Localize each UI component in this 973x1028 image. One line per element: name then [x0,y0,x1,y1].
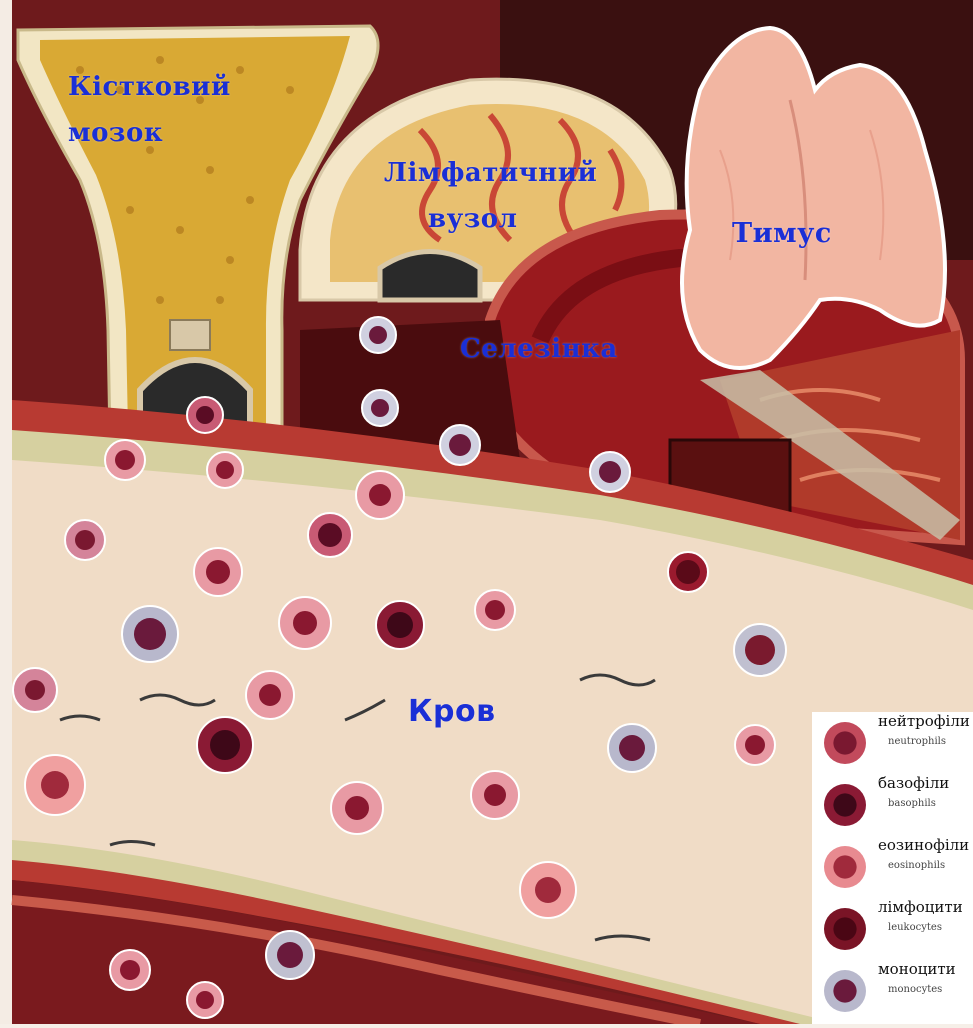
cell-neutrophil [207,452,243,488]
cell-neutrophil [13,668,57,712]
legend-label-en: neutrophils [888,736,946,747]
label-lymph-node-line2: вузол [428,204,517,234]
label-bone-marrow-line2: мозок [68,118,163,148]
legend-label-en: leukocytes [888,922,942,933]
legend-item-eosinophils: еозинофіли eosinophils [812,836,973,898]
label-thymus: Тимус [732,218,832,249]
legend-label-en: eosinophils [888,860,945,871]
cell-monocyte [734,624,786,676]
cell-neutrophil [356,471,404,519]
cell-neutrophil [187,982,223,1018]
label-spleen: Селезінка [460,334,618,364]
cell-neutrophil [471,771,519,819]
cell-legend: нейтрофіли neutrophils базофіли basophils ео… [812,712,973,1024]
neutrophils-cell-icon [824,722,866,764]
cell-eosinophil [520,862,576,918]
cell-monocyte [122,606,178,662]
label-bone-marrow-line1: Кістковий [68,72,231,102]
legend-item-neutrophils: нейтрофіли neutrophils [812,712,973,774]
legend-label-en: basophils [888,798,936,809]
left-margin [0,0,12,1024]
legend-label-en: monocytes [888,984,942,995]
legend-item-basophils: базофіли basophils [812,774,973,836]
cell-basophil [197,717,253,773]
cell-neutrophil [194,548,242,596]
eosinophils-cell-icon [824,846,866,888]
cell-lymphocyte [668,552,708,592]
cell-neutrophil [475,590,515,630]
legend-item-leukocytes: лімфоцити leukocytes [812,898,973,960]
cell-basophil [308,513,352,557]
label-blood: Кров [408,694,496,729]
cell-eosinophil [25,755,85,815]
cell-neutrophil [65,520,105,560]
leukocytes-cell-icon [824,908,866,950]
label-lymph-node-line1: Лімфатичний [384,158,597,188]
cell-neutrophil [105,440,145,480]
legend-label-ua: еозинофіли [878,836,969,854]
cell-monocyte [362,390,398,426]
legend-label-ua: моноцити [878,960,956,978]
cell-basophil [376,601,424,649]
basophils-cell-icon [824,784,866,826]
cell-monocyte [440,425,480,465]
legend-item-monocytes: моноцити monocytes [812,960,973,1022]
cell-monocyte [608,724,656,772]
cell-neutrophil [279,597,331,649]
cell-monocyte [590,452,630,492]
monocytes-cell-icon [824,970,866,1012]
cell-neutrophil [187,397,223,433]
legend-label-ua: лімфоцити [878,898,963,916]
cell-monocyte [360,317,396,353]
legend-label-ua: нейтрофіли [878,712,970,730]
cell-monocyte [266,931,314,979]
cell-neutrophil [735,725,775,765]
legend-label-ua: базофіли [878,774,949,792]
cell-neutrophil [331,782,383,834]
cell-neutrophil [110,950,150,990]
cell-neutrophil [246,671,294,719]
